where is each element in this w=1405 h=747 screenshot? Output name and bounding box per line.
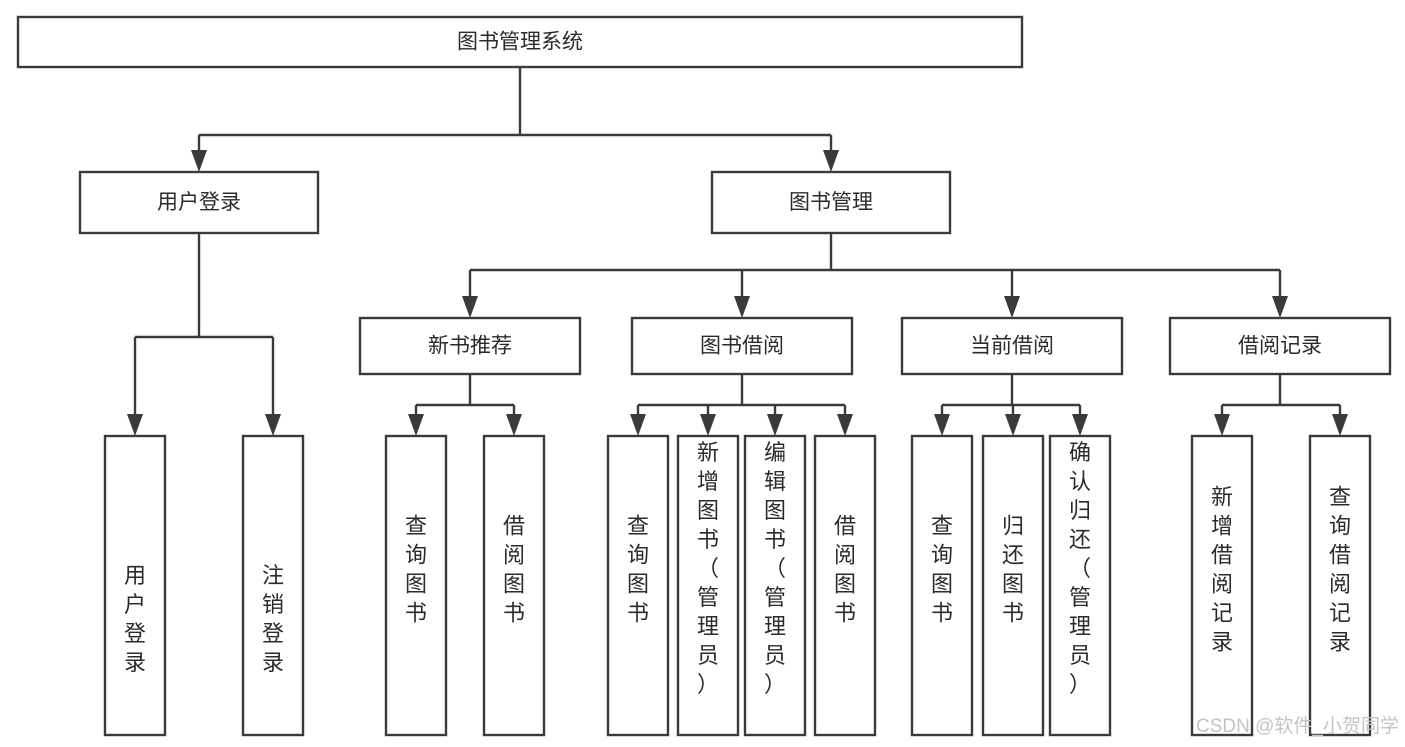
- node-box[interactable]: [743, 434, 807, 737]
- node-box[interactable]: [241, 434, 305, 737]
- node-box[interactable]: [1190, 434, 1254, 737]
- node-box[interactable]: [16, 15, 1024, 69]
- node-leaf-bor-edit[interactable]: 编辑图书（管理员）: [743, 434, 807, 737]
- node-box[interactable]: [103, 434, 167, 737]
- node-box[interactable]: [482, 434, 546, 737]
- node-label: 注销登录: [262, 563, 284, 675]
- node-l2-user[interactable]: 用户登录: [78, 170, 320, 235]
- node-label: 用户登录: [157, 191, 241, 214]
- node-label: 确认归还（管理员）: [1069, 440, 1091, 697]
- node-label: 借阅图书: [503, 514, 525, 626]
- node-leaf-bor-query[interactable]: 查询图书: [606, 434, 670, 737]
- edge-group-current-to-leaves: [934, 374, 1088, 436]
- arrow-head-icon: [127, 414, 143, 436]
- arrow-head-icon: [767, 414, 783, 436]
- node-label: 编辑图书（管理员）: [764, 440, 786, 697]
- node-box[interactable]: [710, 170, 952, 235]
- arrow-head-icon: [837, 414, 853, 436]
- connector-edges-layer: [127, 67, 1348, 436]
- arrow-head-icon: [265, 414, 281, 436]
- node-box[interactable]: [78, 170, 320, 235]
- node-label: 图书管理: [789, 191, 873, 214]
- node-box[interactable]: [358, 316, 582, 376]
- arrow-head-icon: [700, 414, 716, 436]
- node-label: 新书推荐: [428, 335, 512, 358]
- node-l3-records[interactable]: 借阅记录: [1168, 316, 1392, 376]
- node-leaf-user-login[interactable]: 用户登录: [103, 434, 167, 737]
- edge-group-root-to-level2: [191, 67, 839, 172]
- node-box[interactable]: [1048, 434, 1112, 737]
- arrow-head-icon: [191, 150, 207, 172]
- node-l3-recommend[interactable]: 新书推荐: [358, 316, 582, 376]
- node-leaf-bor-add[interactable]: 新增图书（管理员）: [676, 434, 740, 737]
- node-boxes-layer: 图书管理系统用户登录图书管理新书推荐图书借阅当前借阅借阅记录用户登录注销登录查询…: [16, 15, 1392, 737]
- arrow-head-icon: [1072, 414, 1088, 436]
- node-box[interactable]: [900, 316, 1124, 376]
- node-label: 新增图书（管理员）: [697, 440, 719, 697]
- arrow-head-icon: [823, 150, 839, 172]
- edge-group-borrow-to-leaves: [630, 374, 853, 436]
- node-leaf-rd-query[interactable]: 查询借阅记录: [1308, 434, 1372, 737]
- node-l3-borrow[interactable]: 图书借阅: [630, 316, 854, 376]
- arrow-head-icon: [734, 296, 750, 318]
- node-box[interactable]: [606, 434, 670, 737]
- node-leaf-rec-borrow[interactable]: 借阅图书: [482, 434, 546, 737]
- arrow-head-icon: [1005, 414, 1021, 436]
- arrow-head-icon: [1332, 414, 1348, 436]
- arrow-head-icon: [1214, 414, 1230, 436]
- node-root[interactable]: 图书管理系统: [16, 15, 1024, 69]
- edge-group-book-to-level3: [462, 233, 1288, 318]
- node-label: 当前借阅: [970, 335, 1054, 358]
- node-label: 查询图书: [405, 514, 427, 626]
- node-label: 借阅图书: [834, 514, 856, 626]
- csdn-watermark: CSDN @软件_小贺同学: [1196, 715, 1399, 737]
- node-label: 查询借阅记录: [1329, 485, 1351, 655]
- node-leaf-user-logout[interactable]: 注销登录: [241, 434, 305, 737]
- node-leaf-bor-lend[interactable]: 借阅图书: [813, 434, 877, 737]
- arrow-head-icon: [1004, 296, 1020, 318]
- arrow-head-icon: [506, 414, 522, 436]
- arrow-head-icon: [934, 414, 950, 436]
- node-label: 用户登录: [124, 563, 146, 675]
- node-l2-book[interactable]: 图书管理: [710, 170, 952, 235]
- node-label: 查询图书: [627, 514, 649, 626]
- node-leaf-cur-return[interactable]: 归还图书: [981, 434, 1045, 737]
- node-box[interactable]: [1308, 434, 1372, 737]
- arrow-head-icon: [1272, 296, 1288, 318]
- node-box[interactable]: [384, 434, 448, 737]
- node-leaf-rd-add[interactable]: 新增借阅记录: [1190, 434, 1254, 737]
- arrow-head-icon: [462, 296, 478, 318]
- edge-group-recommend-to-leaves: [408, 374, 522, 436]
- node-leaf-cur-query[interactable]: 查询图书: [910, 434, 974, 737]
- node-leaf-cur-confirm[interactable]: 确认归还（管理员）: [1048, 434, 1112, 737]
- node-label: 归还图书: [1002, 514, 1024, 626]
- node-box[interactable]: [910, 434, 974, 737]
- edge-group-records-to-leaves: [1214, 374, 1348, 436]
- node-box[interactable]: [676, 434, 740, 737]
- node-label: 新增借阅记录: [1211, 485, 1233, 655]
- arrow-head-icon: [408, 414, 424, 436]
- edge-group-user-to-leaves: [127, 233, 281, 436]
- node-label: 借阅记录: [1238, 335, 1322, 358]
- node-l3-current[interactable]: 当前借阅: [900, 316, 1124, 376]
- node-label: 图书管理系统: [457, 31, 583, 54]
- node-leaf-rec-query[interactable]: 查询图书: [384, 434, 448, 737]
- node-box[interactable]: [1168, 316, 1392, 376]
- node-box[interactable]: [630, 316, 854, 376]
- arrow-head-icon: [630, 414, 646, 436]
- node-box[interactable]: [981, 434, 1045, 737]
- node-label: 图书借阅: [700, 335, 784, 358]
- node-label: 查询图书: [931, 514, 953, 626]
- node-box[interactable]: [813, 434, 877, 737]
